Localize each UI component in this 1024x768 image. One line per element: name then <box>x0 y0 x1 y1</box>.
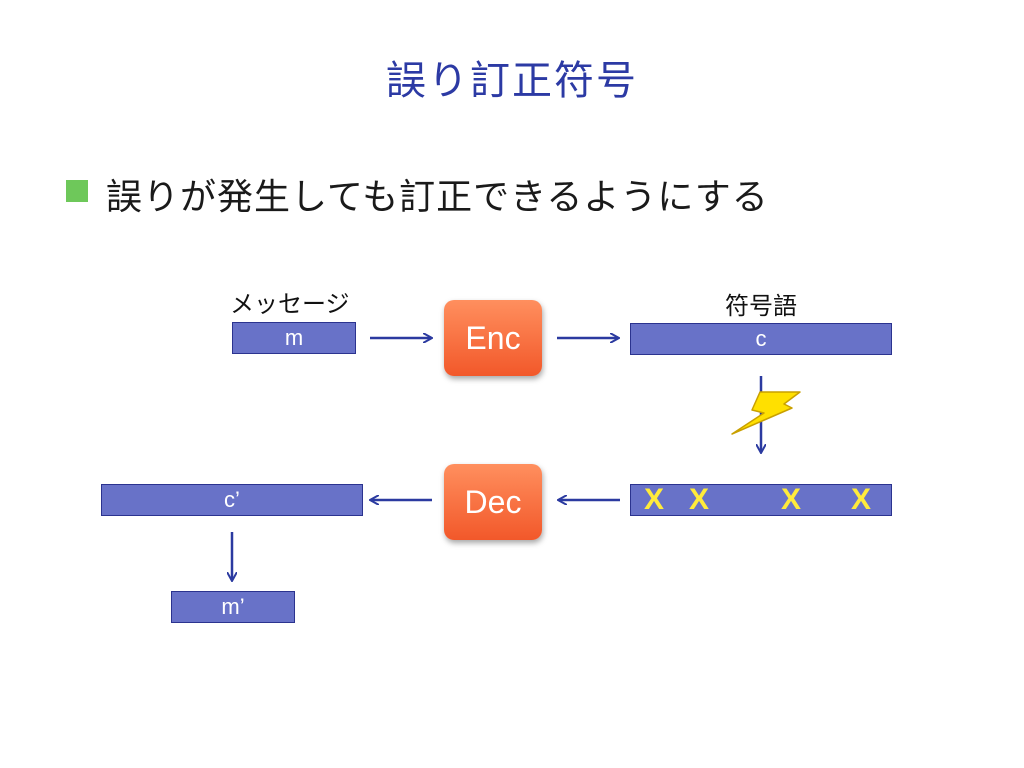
encoder-box: Enc <box>444 300 542 376</box>
error-mark: X <box>781 483 802 516</box>
square-bullet-icon <box>66 180 88 202</box>
decoded-message-bar: m’ <box>171 591 295 623</box>
received-decoded-bar: c’ <box>101 484 363 516</box>
lightning-icon <box>731 391 801 435</box>
codeword-bar: c <box>630 323 892 355</box>
bullet-text: 誤りが発生しても訂正できるようにする <box>106 177 769 218</box>
error-mark: X <box>851 483 872 516</box>
message-bar: m <box>232 322 356 354</box>
corrupted-codeword-bar: X X X X <box>630 484 892 516</box>
decoder-box: Dec <box>444 464 542 540</box>
slide-title: 誤り訂正符号 <box>386 58 638 104</box>
message-label: メッセージ <box>230 290 350 318</box>
error-mark: X <box>644 483 665 516</box>
error-mark: X <box>689 483 710 516</box>
codeword-label: 符号語 <box>725 292 797 320</box>
